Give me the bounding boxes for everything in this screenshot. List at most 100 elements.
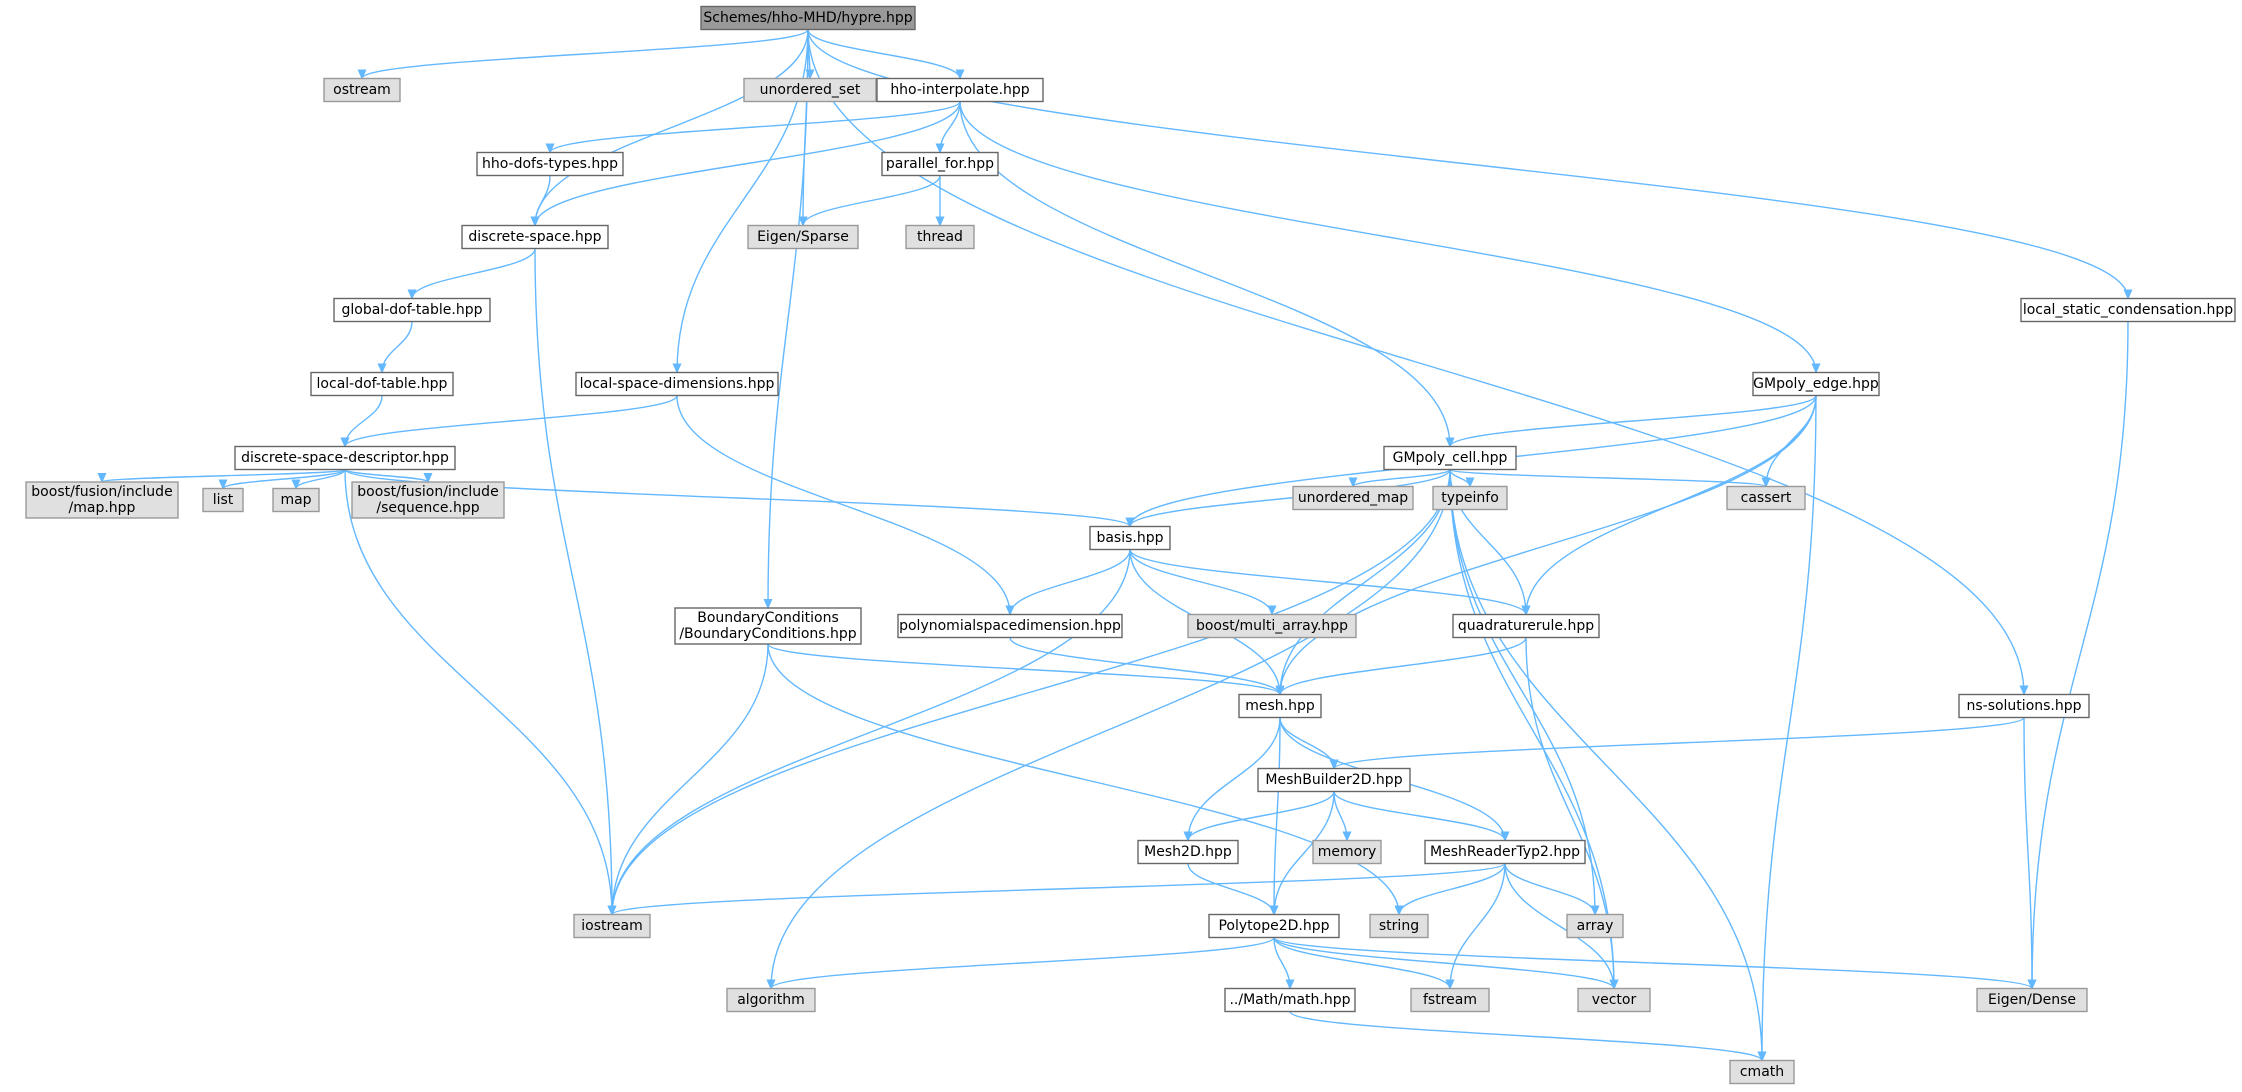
node-mesh-label: mesh.hpp bbox=[1245, 698, 1315, 714]
edge-polytope2d-to-fstream bbox=[1273, 937, 1450, 989]
edge-root-to-hho-interpolate bbox=[807, 29, 960, 79]
node-ns-solutions-label: ns-solutions.hpp bbox=[1966, 698, 2081, 714]
node-boost-multi-array-label: boost/multi_array.hpp bbox=[1196, 618, 1348, 634]
node-mesh2d[interactable]: Mesh2D.hpp bbox=[1137, 839, 1239, 865]
node-vector-box bbox=[1577, 987, 1651, 1013]
node-basis-box bbox=[1089, 525, 1171, 551]
node-fstream: fstream bbox=[1410, 987, 1490, 1013]
node-list-label: list bbox=[213, 492, 234, 508]
edge-root-to-local-static-condensation bbox=[807, 29, 2128, 299]
edge-polynomialspacedimension-to-mesh bbox=[1009, 637, 1280, 695]
edge-root-to-discrete-space bbox=[535, 29, 809, 226]
node-unordered-map-box bbox=[1292, 485, 1414, 511]
node-array-label: array bbox=[1577, 918, 1614, 934]
node-local-dof-table-box bbox=[310, 371, 454, 397]
edge-meshbuilder2d-to-meshreadertyp2 bbox=[1333, 791, 1505, 841]
edge-local-dof-table-to-discrete-space-descriptor bbox=[345, 395, 383, 447]
node-mesh2d-label: Mesh2D.hpp bbox=[1144, 844, 1232, 860]
node-parallel-for-box bbox=[881, 151, 999, 177]
node-discrete-space[interactable]: discrete-space.hpp bbox=[461, 224, 609, 250]
node-local-space-dimensions-label: local-space-dimensions.hpp bbox=[580, 376, 775, 392]
node-eigen-dense-label: Eigen/Dense bbox=[1988, 992, 2076, 1008]
node-eigen-sparse-box bbox=[747, 224, 859, 250]
node-meshbuilder2d-label: MeshBuilder2D.hpp bbox=[1265, 772, 1402, 788]
node-map-box bbox=[272, 487, 320, 513]
node-meshbuilder2d[interactable]: MeshBuilder2D.hpp bbox=[1257, 767, 1411, 793]
node-hho-dofs-types[interactable]: hho-dofs-types.hpp bbox=[476, 151, 624, 177]
node-hho-interpolate-label: hho-interpolate.hpp bbox=[890, 82, 1029, 98]
node-global-dof-table-label: global-dof-table.hpp bbox=[342, 302, 483, 318]
node-hho-interpolate[interactable]: hho-interpolate.hpp bbox=[876, 77, 1044, 103]
node-typeinfo: typeinfo bbox=[1432, 485, 1508, 511]
node-mesh[interactable]: mesh.hpp bbox=[1238, 693, 1322, 719]
node-local-static-condensation[interactable]: local_static_condensation.hpp bbox=[2020, 297, 2236, 323]
node-ns-solutions[interactable]: ns-solutions.hpp bbox=[1958, 693, 2090, 719]
edge-gmpoly-cell-to-cmath bbox=[1449, 469, 1762, 1061]
node-algorithm-box bbox=[726, 987, 816, 1013]
node-polytope2d-box bbox=[1208, 913, 1340, 939]
edge-local-space-dimensions-to-discrete-space-descriptor bbox=[345, 395, 678, 447]
node-map: map bbox=[272, 487, 320, 513]
node-boost-fusion-sequence-label: boost/fusion/include bbox=[357, 484, 498, 500]
node-polynomialspacedimension[interactable]: polynomialspacedimension.hpp bbox=[897, 613, 1123, 639]
node-gmpoly-edge-box bbox=[1752, 371, 1880, 397]
node-unordered-set: unordered_set bbox=[743, 77, 877, 103]
node-boundary-conditions-label: /BoundaryConditions.hpp bbox=[679, 626, 856, 642]
edge-gmpoly-edge-to-gmpoly-cell bbox=[1450, 394, 1817, 447]
node-hho-interpolate-box bbox=[876, 77, 1044, 103]
edge-meshbuilder2d-to-polytope2d bbox=[1274, 791, 1335, 915]
node-boost-fusion-map: boost/fusion/include/map.hpp bbox=[25, 481, 179, 519]
edge-discrete-space-to-global-dof-table bbox=[412, 248, 536, 299]
node-boost-fusion-sequence-box bbox=[351, 481, 505, 519]
node-ns-solutions-box bbox=[1958, 693, 2090, 719]
node-parallel-for-label: parallel_for.hpp bbox=[886, 156, 994, 172]
node-global-dof-table[interactable]: global-dof-table.hpp bbox=[333, 297, 491, 323]
edge-gmpoly-edge-to-mesh bbox=[1280, 395, 1817, 695]
node-boundary-conditions-box bbox=[674, 607, 862, 645]
edge-discrete-space-descriptor-to-iostream bbox=[344, 469, 612, 915]
node-unordered-map: unordered_map bbox=[1292, 485, 1414, 511]
node-string-box bbox=[1369, 913, 1429, 939]
node-local-dof-table[interactable]: local-dof-table.hpp bbox=[310, 371, 454, 397]
node-string-label: string bbox=[1379, 918, 1419, 934]
node-global-dof-table-box bbox=[333, 297, 491, 323]
edge-polytope2d-to-algorithm bbox=[771, 936, 1275, 989]
node-boost-fusion-map-label: /map.hpp bbox=[69, 500, 136, 516]
edge-hho-interpolate-to-hho-dofs-types bbox=[550, 100, 961, 153]
node-polynomialspacedimension-box bbox=[897, 613, 1123, 639]
node-local-space-dimensions[interactable]: local-space-dimensions.hpp bbox=[575, 371, 779, 397]
edge-gmpoly-cell-to-vector bbox=[1449, 469, 1614, 989]
node-cmath-label: cmath bbox=[1740, 1064, 1784, 1080]
file-nodes: Schemes/hho-MHD/hypre.hpp ostream unordere… bbox=[25, 5, 2236, 1085]
node-ostream: ostream bbox=[323, 77, 401, 103]
node-boost-multi-array-box bbox=[1187, 613, 1357, 639]
node-polytope2d[interactable]: Polytope2D.hpp bbox=[1208, 913, 1340, 939]
node-root[interactable]: Schemes/hho-MHD/hypre.hpp bbox=[700, 5, 916, 31]
edge-basis-to-quadraturerule bbox=[1129, 549, 1526, 615]
edge-gmpoly-cell-to-iostream bbox=[612, 469, 1451, 915]
edge-basis-to-iostream bbox=[612, 549, 1131, 915]
node-gmpoly-cell[interactable]: GMpoly_cell.hpp bbox=[1383, 445, 1517, 471]
node-thread: thread bbox=[905, 224, 975, 250]
edge-math-to-cmath bbox=[1289, 1010, 1762, 1061]
node-quadraturerule[interactable]: quadraturerule.hpp bbox=[1452, 613, 1600, 639]
edge-polytope2d-to-vector bbox=[1273, 937, 1614, 989]
node-root-box bbox=[700, 5, 916, 31]
edge-meshreadertyp2-to-array bbox=[1504, 863, 1595, 915]
node-local-dof-table-label: local-dof-table.hpp bbox=[317, 376, 448, 392]
node-array: array bbox=[1566, 913, 1624, 939]
node-local-static-condensation-label: local_static_condensation.hpp bbox=[2023, 302, 2233, 318]
node-discrete-space-descriptor[interactable]: discrete-space-descriptor.hpp bbox=[234, 445, 456, 471]
node-local-space-dimensions-box bbox=[575, 371, 779, 397]
edge-ns-solutions-to-meshbuilder2d bbox=[1334, 716, 2025, 769]
edge-gmpoly-cell-to-basis bbox=[1130, 469, 1451, 527]
node-memory-label: memory bbox=[1318, 844, 1377, 860]
node-gmpoly-edge[interactable]: GMpoly_edge.hpp bbox=[1752, 371, 1880, 397]
node-basis[interactable]: basis.hpp bbox=[1089, 525, 1171, 551]
node-math[interactable]: ../Math/math.hpp bbox=[1224, 987, 1356, 1013]
node-meshreadertyp2[interactable]: MeshReaderTyp2.hpp bbox=[1424, 839, 1586, 865]
node-boundary-conditions-label: BoundaryConditions bbox=[697, 610, 839, 626]
node-parallel-for[interactable]: parallel_for.hpp bbox=[881, 151, 999, 177]
node-boundary-conditions[interactable]: BoundaryConditions/BoundaryConditions.hp… bbox=[674, 607, 862, 645]
node-ostream-box bbox=[323, 77, 401, 103]
